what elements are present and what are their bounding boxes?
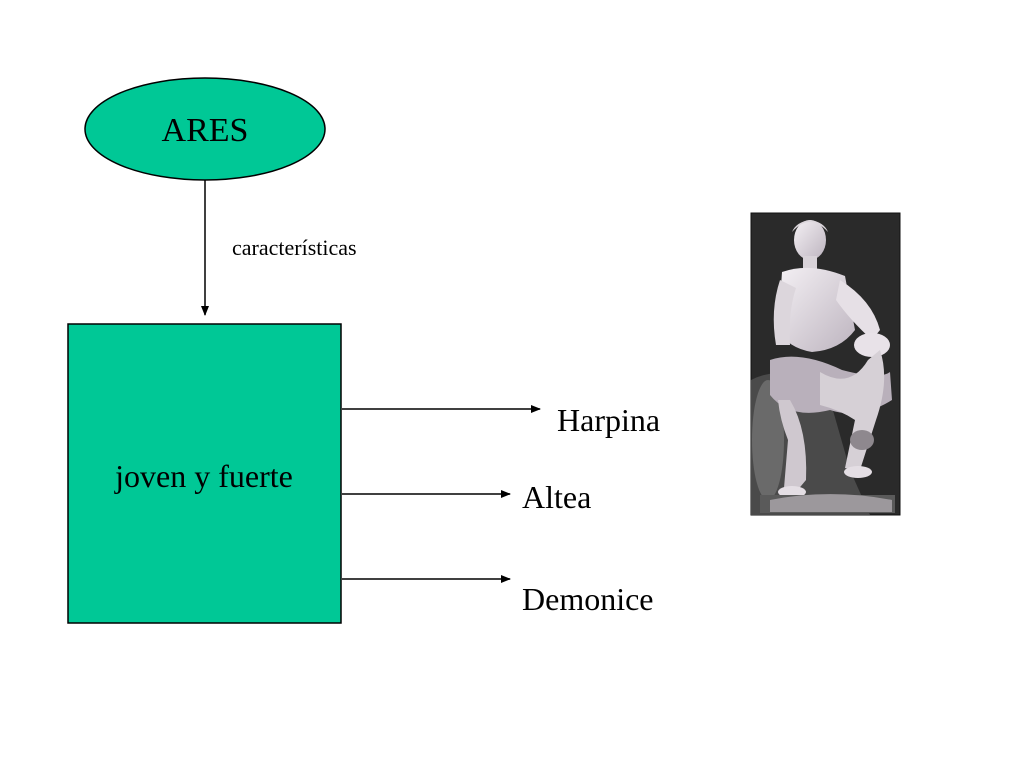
statue-photo-icon <box>750 212 901 516</box>
root-node: ARES <box>84 77 326 181</box>
box-rect <box>67 323 342 624</box>
branch-label: Demonice <box>522 581 654 617</box>
root-to-box-edge: características <box>201 180 357 316</box>
branch-harpina: Harpina <box>342 402 660 438</box>
root-label: ARES <box>162 112 249 149</box>
branch-label: Harpina <box>557 402 660 438</box>
characteristics-box: joven y fuerte <box>67 323 342 624</box>
branch-label: Altea <box>522 479 591 515</box>
branch-demonice: Demonice <box>342 575 654 617</box>
branch-altea: Altea <box>342 479 591 515</box>
edge-label: características <box>232 235 357 260</box>
box-label: joven y fuerte <box>114 458 293 494</box>
